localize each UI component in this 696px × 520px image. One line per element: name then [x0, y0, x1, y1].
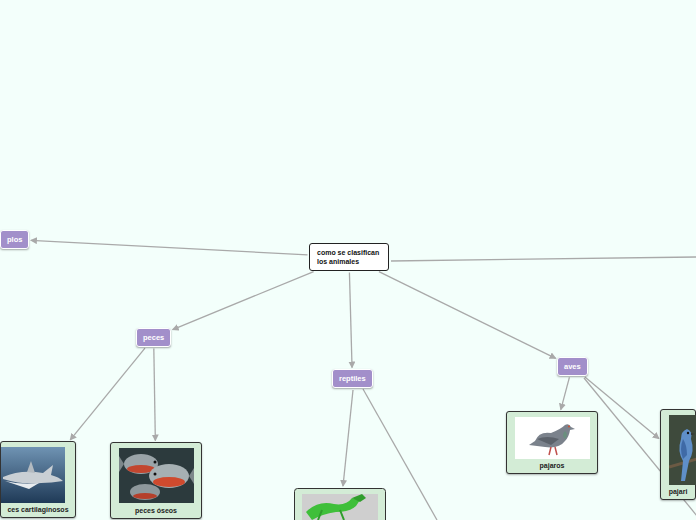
- connector-arrow: [561, 377, 570, 409]
- connector-arrow: [154, 348, 156, 440]
- category-tag: reptiles: [332, 369, 373, 388]
- node-label: pajari: [661, 488, 695, 496]
- category-tag: aves: [557, 357, 588, 376]
- animal-picture: [119, 448, 194, 507]
- node-label: ces cartilaginosos: [1, 506, 75, 514]
- picture-card: pajaros: [506, 411, 598, 474]
- connector-arrow: [70, 348, 145, 440]
- picture-card: ces cartilaginosos: [0, 441, 76, 518]
- picture-card: peces óseos: [110, 442, 202, 519]
- connector-arrow: [173, 272, 314, 330]
- node-label: plos: [7, 235, 22, 244]
- connector-arrow: [379, 272, 556, 359]
- central-topic: como se clasifican los animales: [309, 243, 389, 271]
- node-label: como se clasifican los animales: [317, 249, 381, 266]
- category-tag: plos: [0, 230, 29, 249]
- node-label: aves: [564, 362, 581, 371]
- node-label: pajaros: [507, 462, 597, 470]
- node-label: peces óseos: [111, 507, 201, 515]
- node-label: reptiles: [339, 374, 366, 383]
- offscreen-line: [584, 378, 696, 520]
- animal-picture: [669, 415, 696, 489]
- connector-arrow: [349, 272, 352, 367]
- node-label: peces: [143, 333, 164, 342]
- category-tag: peces: [136, 328, 171, 347]
- offscreen-line: [391, 257, 696, 261]
- picture-card: pajari: [660, 409, 696, 500]
- iguana-card: [295, 489, 386, 520]
- animal-picture: [1, 447, 65, 507]
- animal-picture: [515, 417, 590, 463]
- iguana-link: [343, 390, 353, 486]
- connector-arrow: [31, 240, 308, 254]
